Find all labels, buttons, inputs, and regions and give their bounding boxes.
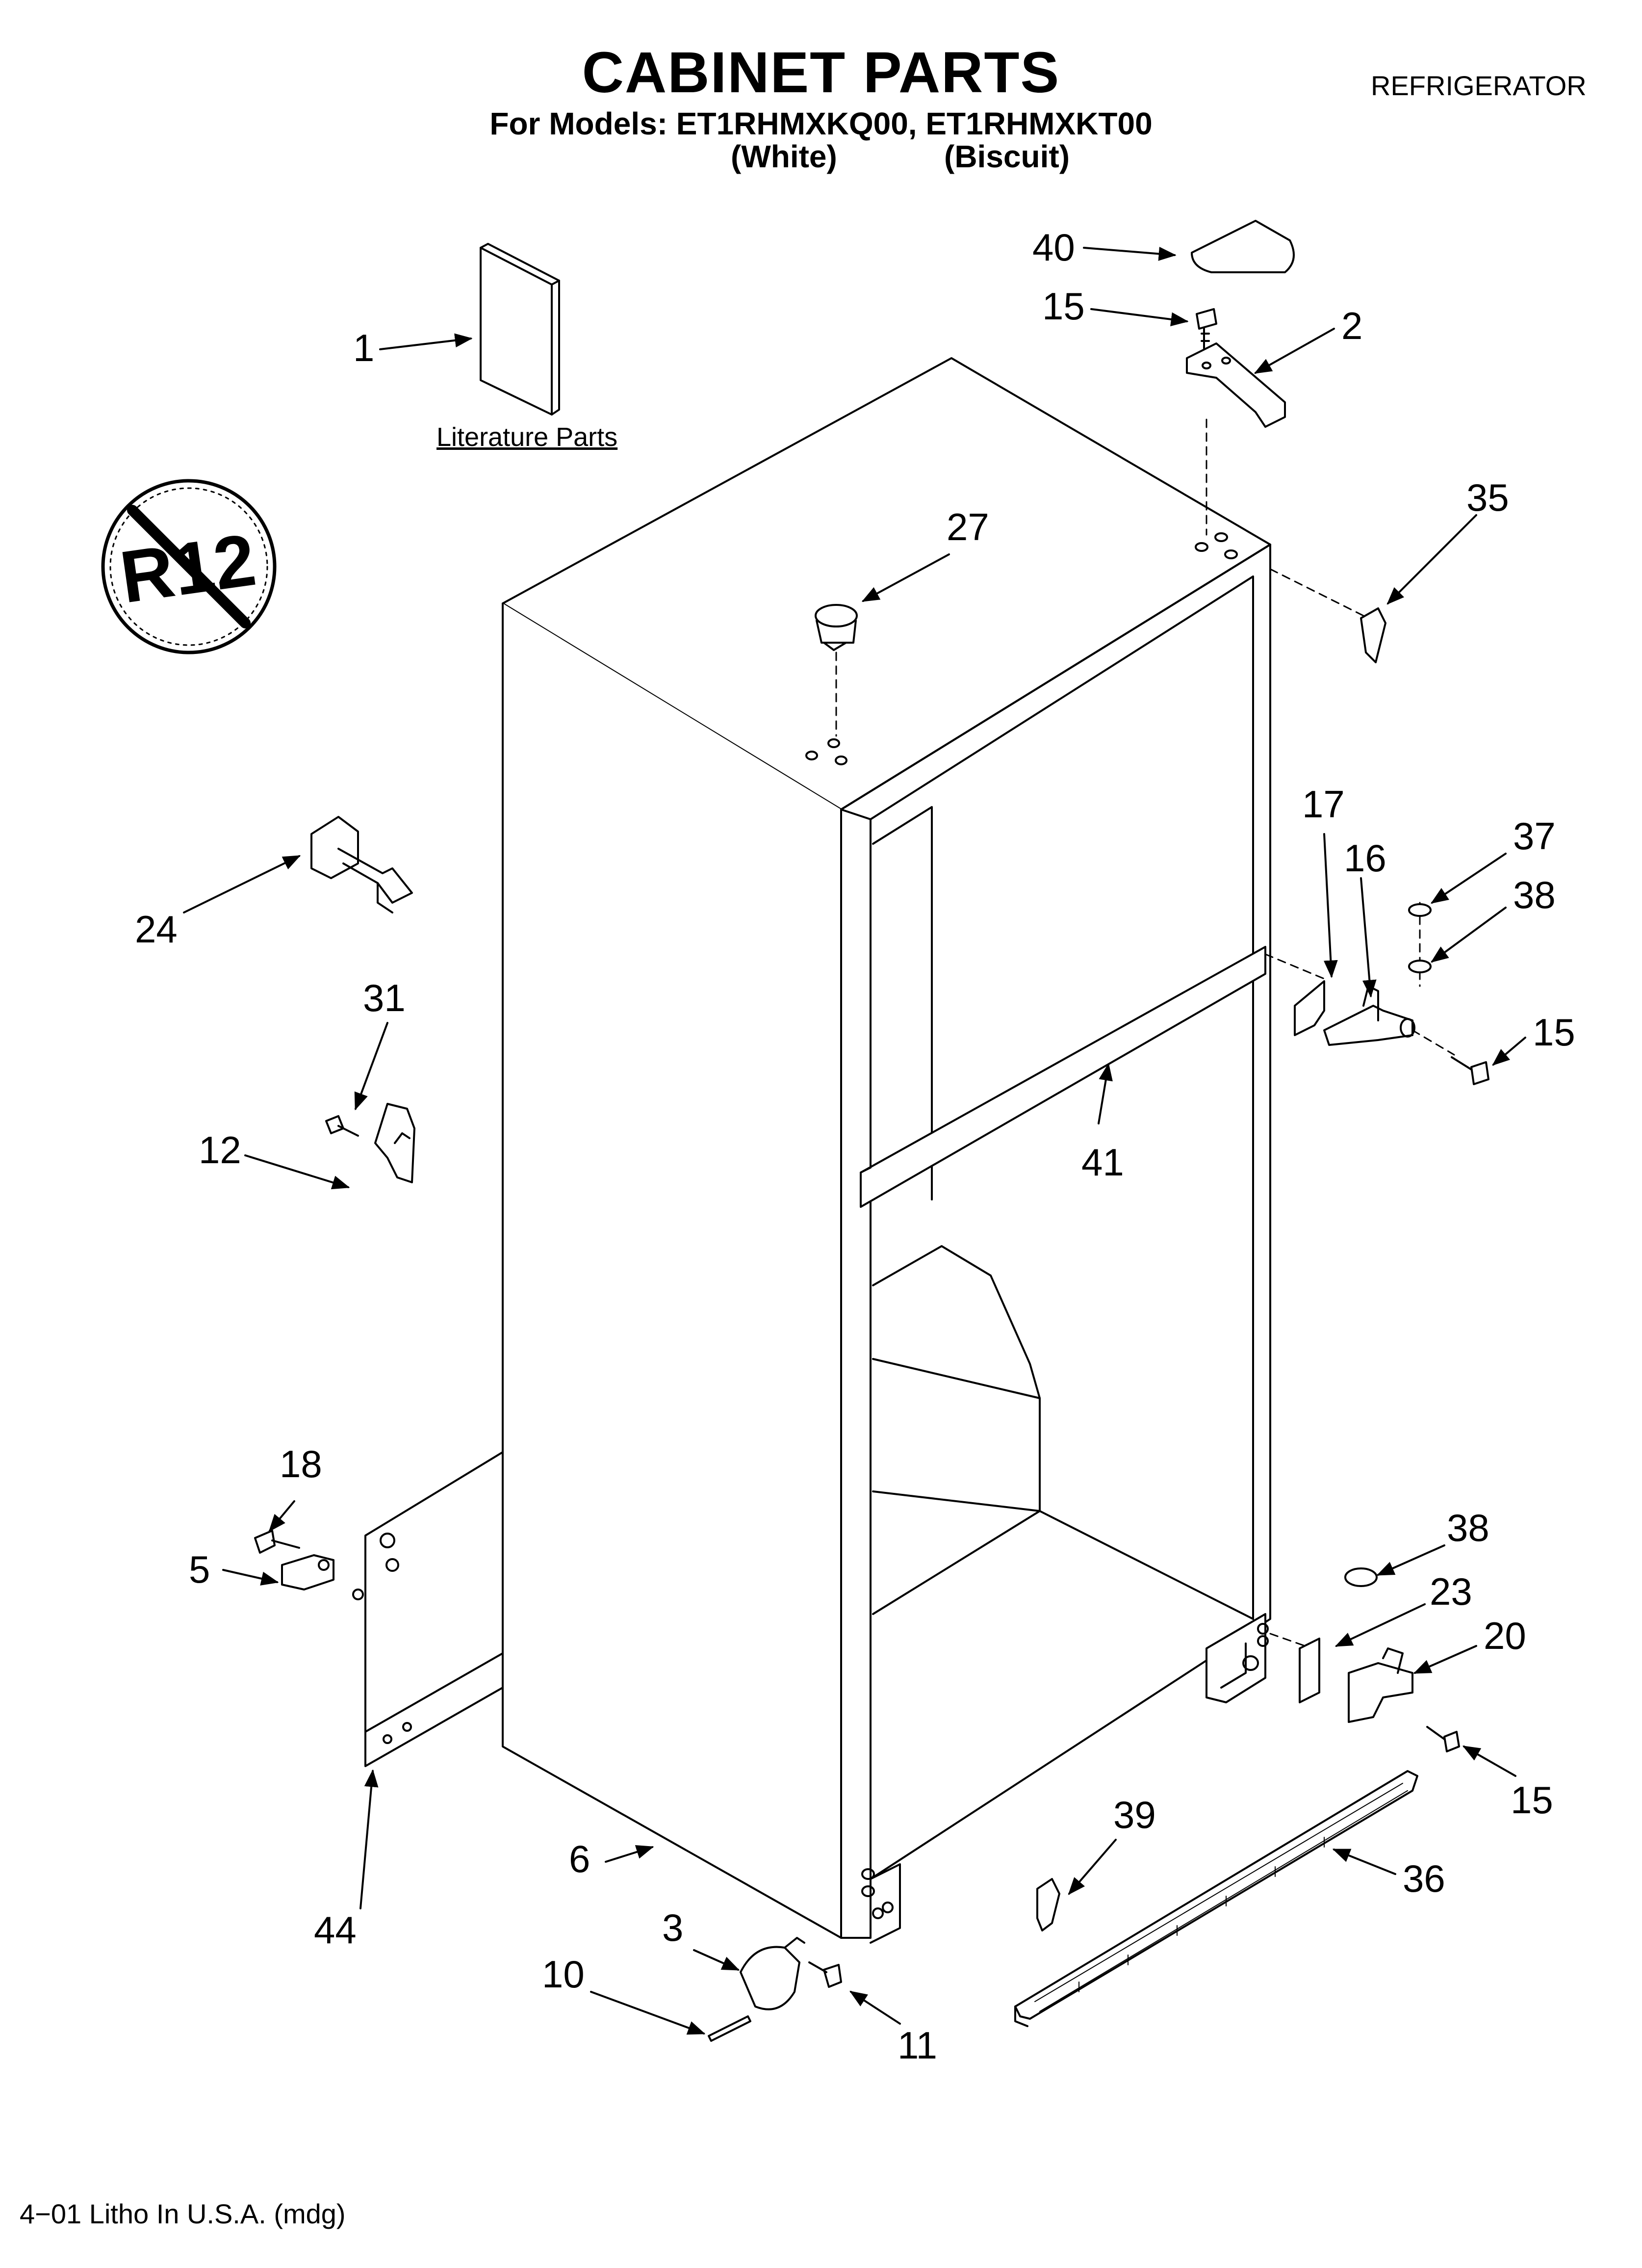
callout-37: 37	[1513, 814, 1556, 858]
callout-15-top: 15	[1042, 285, 1085, 328]
side-panel-part-44	[352, 1451, 504, 1767]
callout-6: 6	[569, 1837, 590, 1880]
callout-38-upper: 38	[1513, 873, 1556, 916]
washer-part-38-lower	[1344, 1567, 1378, 1587]
hinge-shim-part-17	[1294, 980, 1325, 1036]
refrigerator-cabinet	[502, 357, 1271, 1944]
screw-part-15-top	[1196, 308, 1217, 349]
bottom-hinge-part-20	[1348, 1647, 1413, 1723]
callout-16: 16	[1344, 836, 1386, 880]
leveling-leg-part-24	[310, 816, 413, 913]
screw-part-15-middle	[1451, 1056, 1489, 1085]
callout-36: 36	[1403, 1857, 1445, 1900]
pin-part-10	[708, 2015, 751, 2042]
callout-20: 20	[1484, 1614, 1526, 1657]
callout-5: 5	[189, 1548, 210, 1591]
roller-bracket-part-3	[740, 1937, 805, 2010]
top-hinge-cover-part-40	[1191, 220, 1295, 273]
models-line: For Models: ET1RHMXKQ00, ET1RHMXKT00	[489, 106, 1153, 141]
callout-40: 40	[1032, 226, 1075, 269]
callout-38-lower: 38	[1447, 1506, 1489, 1549]
callout-31: 31	[363, 976, 406, 1019]
plug-button-part-27	[815, 604, 858, 651]
callout-23: 23	[1430, 1570, 1472, 1613]
hinge-shim-part-23	[1299, 1638, 1320, 1703]
callout-leader-lines	[183, 247, 1526, 2035]
callout-3: 3	[662, 1906, 684, 1949]
literature-book-part-1	[480, 243, 560, 416]
callout-27: 27	[947, 505, 989, 548]
callout-10: 10	[542, 1953, 585, 1996]
callout-17: 17	[1302, 782, 1345, 826]
page-title: CABINET PARTS	[582, 40, 1060, 105]
toe-grille-part-36	[1014, 1770, 1418, 2027]
top-hinge-part-2	[1186, 342, 1286, 428]
callout-1: 1	[353, 326, 375, 369]
callout-39: 39	[1113, 1793, 1156, 1836]
literature-parts-label: Literature Parts	[436, 422, 618, 452]
variant-biscuit: (Biscuit)	[944, 139, 1070, 174]
appliance-category: REFRIGERATOR	[1371, 70, 1587, 101]
callout-15-middle: 15	[1533, 1011, 1575, 1054]
callout-44: 44	[314, 1908, 357, 1952]
no-r12-logo: R12	[101, 479, 277, 654]
callout-2: 2	[1341, 304, 1363, 347]
variant-white: (White)	[731, 139, 837, 174]
washer-part-37	[1408, 903, 1432, 917]
callout-18: 18	[280, 1442, 322, 1486]
clip-part-12	[374, 1103, 415, 1183]
screw-part-11	[808, 1961, 842, 1988]
screw-part-31	[325, 1115, 359, 1137]
callout-15-bottom: 15	[1511, 1778, 1553, 1822]
grille-clip-part-39	[1036, 1878, 1060, 1931]
screw-part-15-bottom	[1426, 1726, 1460, 1752]
footer-print-info: 4−01 Litho In U.S.A. (mdg)	[20, 2198, 346, 2229]
callout-11: 11	[898, 2024, 937, 2067]
callout-41: 41	[1081, 1141, 1124, 1184]
clamp-part-5	[281, 1554, 334, 1590]
hinge-trim-part-35	[1360, 607, 1386, 663]
callout-35: 35	[1466, 476, 1509, 519]
screw-part-18	[254, 1530, 300, 1554]
washer-part-38-upper	[1408, 960, 1432, 973]
callout-24: 24	[135, 908, 178, 951]
center-hinge-part-16	[1323, 985, 1415, 1046]
callout-12: 12	[199, 1128, 241, 1172]
